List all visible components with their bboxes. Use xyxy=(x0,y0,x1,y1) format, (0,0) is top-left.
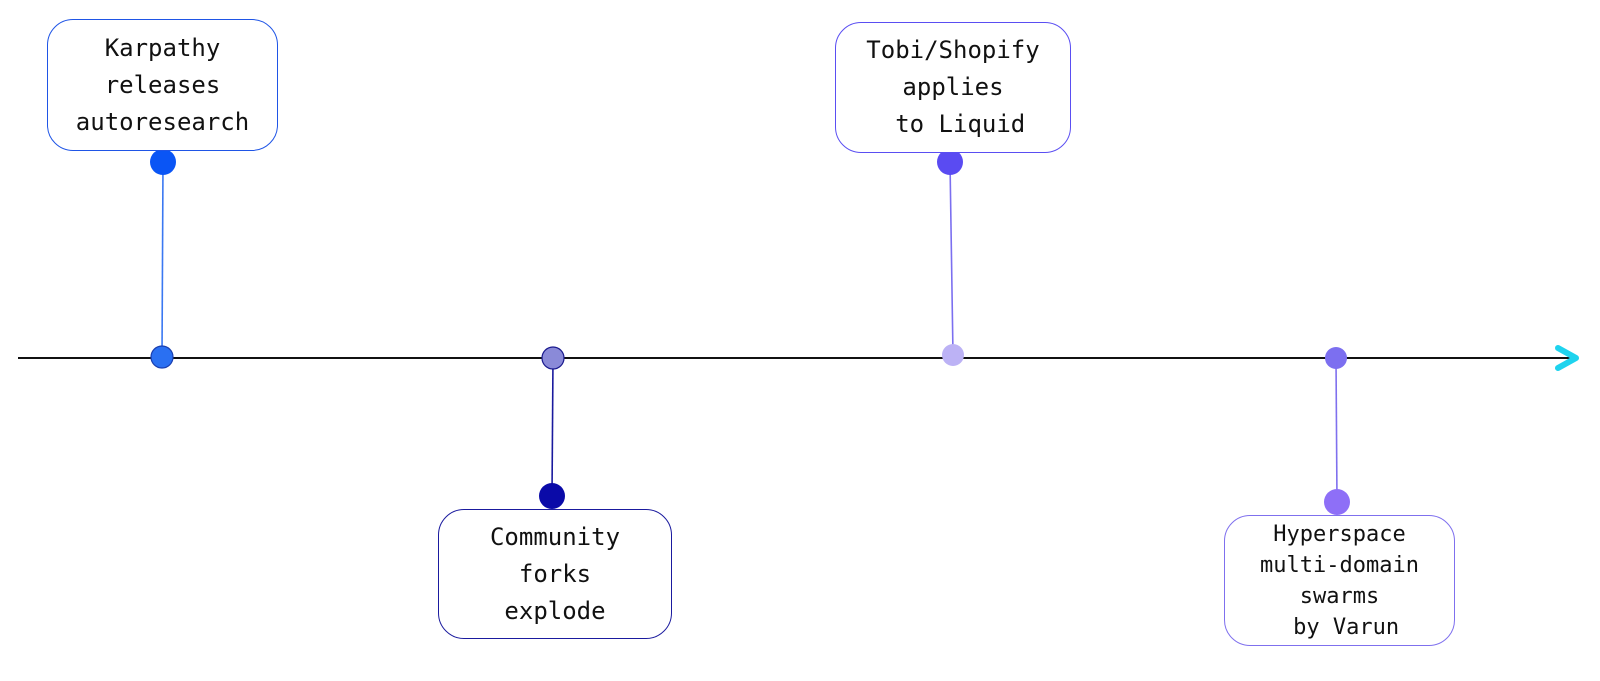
timeline-axis-dot xyxy=(942,344,964,366)
timeline-event-0 xyxy=(150,149,176,369)
event-card-community: Community forks explode xyxy=(438,509,672,639)
event-text-line: Community xyxy=(489,522,621,551)
timeline-axis-dot xyxy=(1325,347,1347,369)
event-text-line: swarms xyxy=(1299,583,1380,609)
event-text-line: Tobi/Shopify xyxy=(866,36,1040,64)
event-anchor-dot xyxy=(150,149,176,175)
event-text-line: to Liquid xyxy=(880,110,1026,138)
event-text-line: releases xyxy=(104,70,221,99)
event-text-line: applies xyxy=(902,73,1004,101)
event-text-line: autoresearch xyxy=(75,107,250,136)
timeline-arrowhead-icon xyxy=(1555,345,1579,371)
event-card-karpathy: Karpathy releases autoresearch xyxy=(47,19,278,151)
event-text-line: explode xyxy=(504,596,606,625)
event-card-hyperspace: Hyperspace multi-domain swarms by Varun xyxy=(1224,515,1455,646)
timeline-event-2 xyxy=(937,149,964,366)
event-text-line: Hyperspace xyxy=(1273,521,1406,547)
timeline-axis-dot xyxy=(541,346,565,370)
event-stem xyxy=(949,161,954,356)
event-stem xyxy=(161,161,164,358)
event-text-line: forks xyxy=(518,559,592,588)
event-anchor-dot xyxy=(1324,489,1350,515)
event-text-line: Karpathy xyxy=(104,33,221,62)
timeline-axis-dot xyxy=(150,345,174,369)
event-card-shopify: Tobi/Shopify applies to Liquid xyxy=(835,22,1071,153)
event-text-line: by Varun xyxy=(1279,614,1400,640)
event-anchor-dot xyxy=(937,149,963,175)
timeline-event-1 xyxy=(539,346,565,509)
event-stem xyxy=(551,357,554,497)
event-anchor-dot xyxy=(539,483,565,509)
timeline-event-3 xyxy=(1324,347,1350,515)
event-stem xyxy=(1335,357,1338,503)
event-text-line: multi-domain xyxy=(1260,552,1419,578)
